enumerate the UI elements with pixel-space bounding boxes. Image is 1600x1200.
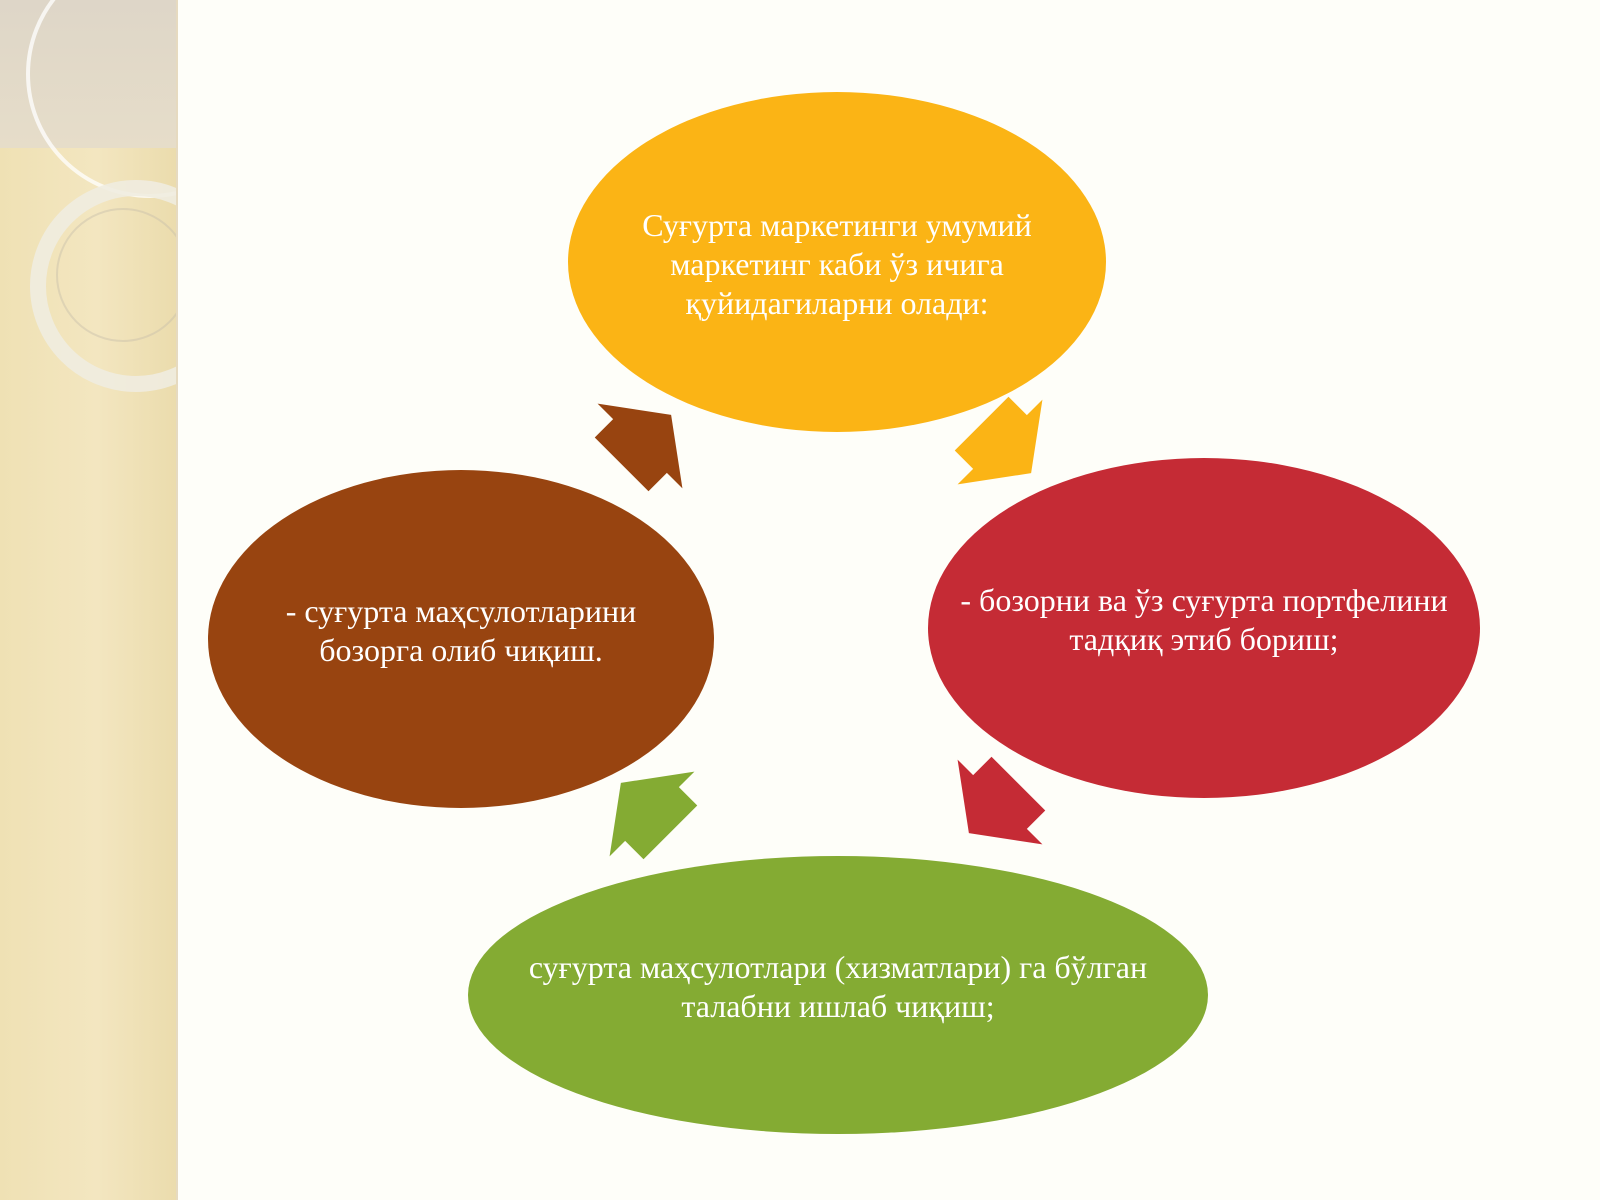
side-decoration-panel bbox=[0, 0, 178, 1200]
cycle-node-left: - суғурта маҳсулотларини бозорга олиб чи… bbox=[208, 470, 714, 808]
arrow-top-to-right bbox=[954, 396, 1043, 485]
cycle-node-right: - бозорни ва ўз суғурта портфелини тадқи… bbox=[928, 458, 1480, 798]
cycle-node-right-text: - бозорни ва ўз суғурта портфелини тадқи… bbox=[960, 582, 1448, 657]
arrow-bottom-to-left bbox=[609, 771, 698, 860]
decorative-ring-inner bbox=[56, 208, 176, 342]
cycle-node-bottom: суғурта маҳсулотлари (хизматлари) га бўл… bbox=[468, 856, 1208, 1134]
cycle-node-top: Суғурта маркетинги умумий маркетинг каби… bbox=[568, 92, 1106, 432]
cycle-node-bottom-text: суғурта маҳсулотлари (хизматлари) га бўл… bbox=[528, 949, 1148, 1024]
arrow-left-to-top bbox=[594, 403, 683, 492]
arrow-right-to-bottom bbox=[957, 756, 1046, 845]
cycle-node-left-text: - суғурта маҳсулотларини бозорга олиб чи… bbox=[285, 593, 637, 668]
cycle-node-top-text: Суғурта маркетинги умумий маркетинг каби… bbox=[642, 207, 1032, 321]
